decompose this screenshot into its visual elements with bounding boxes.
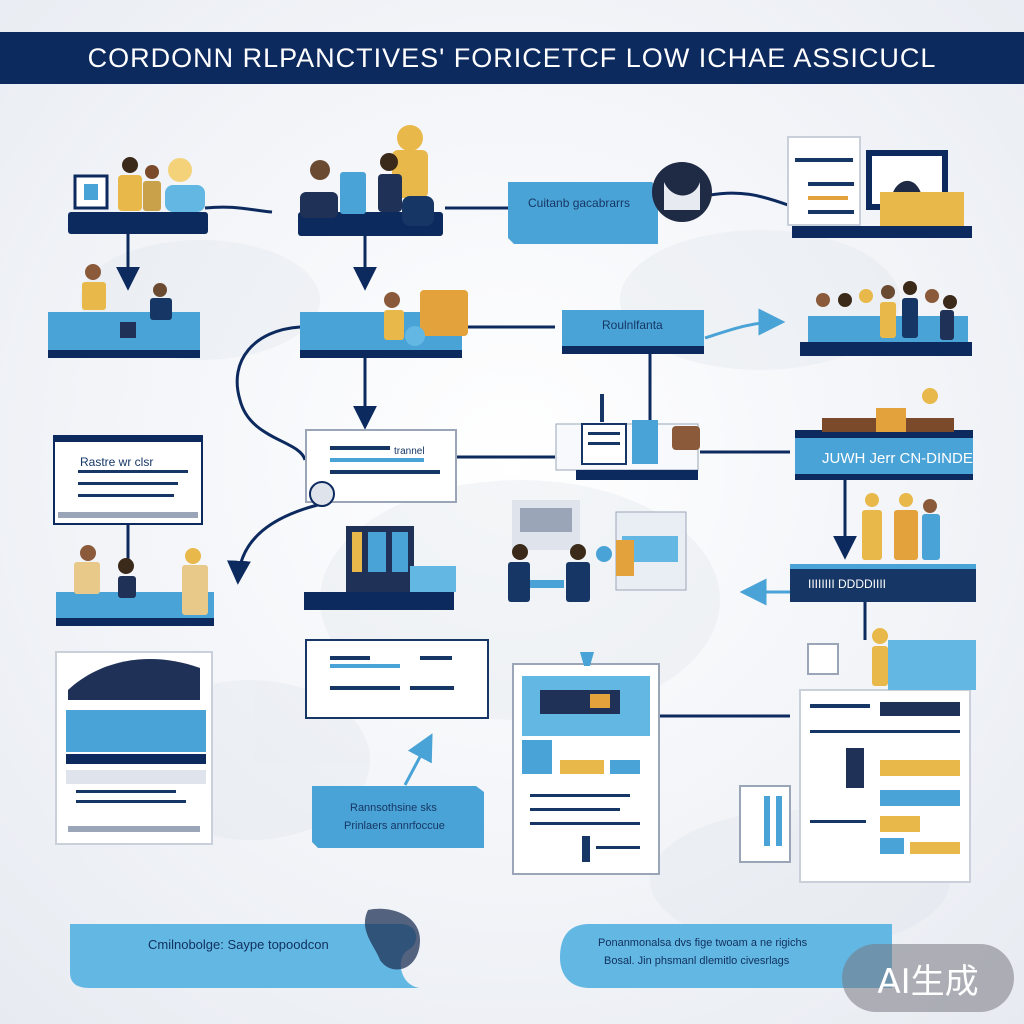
connector-1-2 xyxy=(204,205,273,214)
node-team-1 xyxy=(68,157,208,234)
label-center-card: trannel xyxy=(394,446,425,457)
node-center-card xyxy=(305,429,457,507)
label-right-bar: IIIIIIII DDDDIIII xyxy=(808,577,887,591)
node-meeting-left xyxy=(56,545,214,626)
bottom-right-pill-line2: Bosal. Jin phsmanl dlemitlo civesrlags xyxy=(604,955,790,967)
node-document-top-right xyxy=(787,136,972,238)
arrow-accent-1 xyxy=(704,308,786,340)
title-bar: CORDONN RLPANCTIVES' FORICETCF LOW ICHAE… xyxy=(0,32,1024,84)
page-title: CORDONN RLPANCTIVES' FORICETCF LOW ICHAE… xyxy=(87,42,937,73)
label-lower-box-line1: Rannsothsine sks xyxy=(350,802,437,814)
node-people-center xyxy=(508,500,590,602)
label-board-left: Rastre wr clsr xyxy=(80,455,154,469)
node-screen-right xyxy=(596,511,687,591)
node-server-center xyxy=(304,526,456,610)
node-board-left xyxy=(53,435,203,525)
node-mid-left xyxy=(300,290,468,358)
node-team-2 xyxy=(298,125,443,236)
curve-left-2 xyxy=(226,500,331,585)
bottom-right-pill-line1: Ponanmonalsa dvs fige twoam a ne rigichs xyxy=(598,937,808,949)
accent-connectors xyxy=(403,308,790,786)
node-workstation-center xyxy=(555,394,700,480)
ai-generated-badge: AI生成 xyxy=(842,944,1014,1012)
node-office-left xyxy=(48,264,200,358)
node-banner-right xyxy=(795,388,973,480)
node-lower-center-box xyxy=(312,786,484,848)
label-lower-box-line2: Prinlaers annrfoccue xyxy=(344,820,445,832)
node-top-center xyxy=(508,162,712,244)
node-group-right xyxy=(800,281,972,356)
node-dashboard-center xyxy=(512,652,660,875)
node-report-left xyxy=(55,651,213,845)
node-report-right xyxy=(739,628,976,883)
arrow-accent-3 xyxy=(403,733,433,786)
bottom-pills xyxy=(70,908,892,988)
node-form-center xyxy=(305,639,489,719)
bottom-left-pill-text: Cmilnobolge: Saype topoodcon xyxy=(148,937,329,952)
curve-left-1 xyxy=(235,325,307,461)
label-top-center: Cuitanb gacabrarrs xyxy=(528,196,631,210)
label-mid-center: Roulnlfanta xyxy=(602,318,663,332)
node-bar-right xyxy=(790,493,976,602)
node-mid-center xyxy=(562,310,704,354)
connector-3-4 xyxy=(709,191,789,207)
connectors xyxy=(116,191,867,718)
label-right-banner: JUWH Jerr CN-DINDE xyxy=(822,450,973,467)
